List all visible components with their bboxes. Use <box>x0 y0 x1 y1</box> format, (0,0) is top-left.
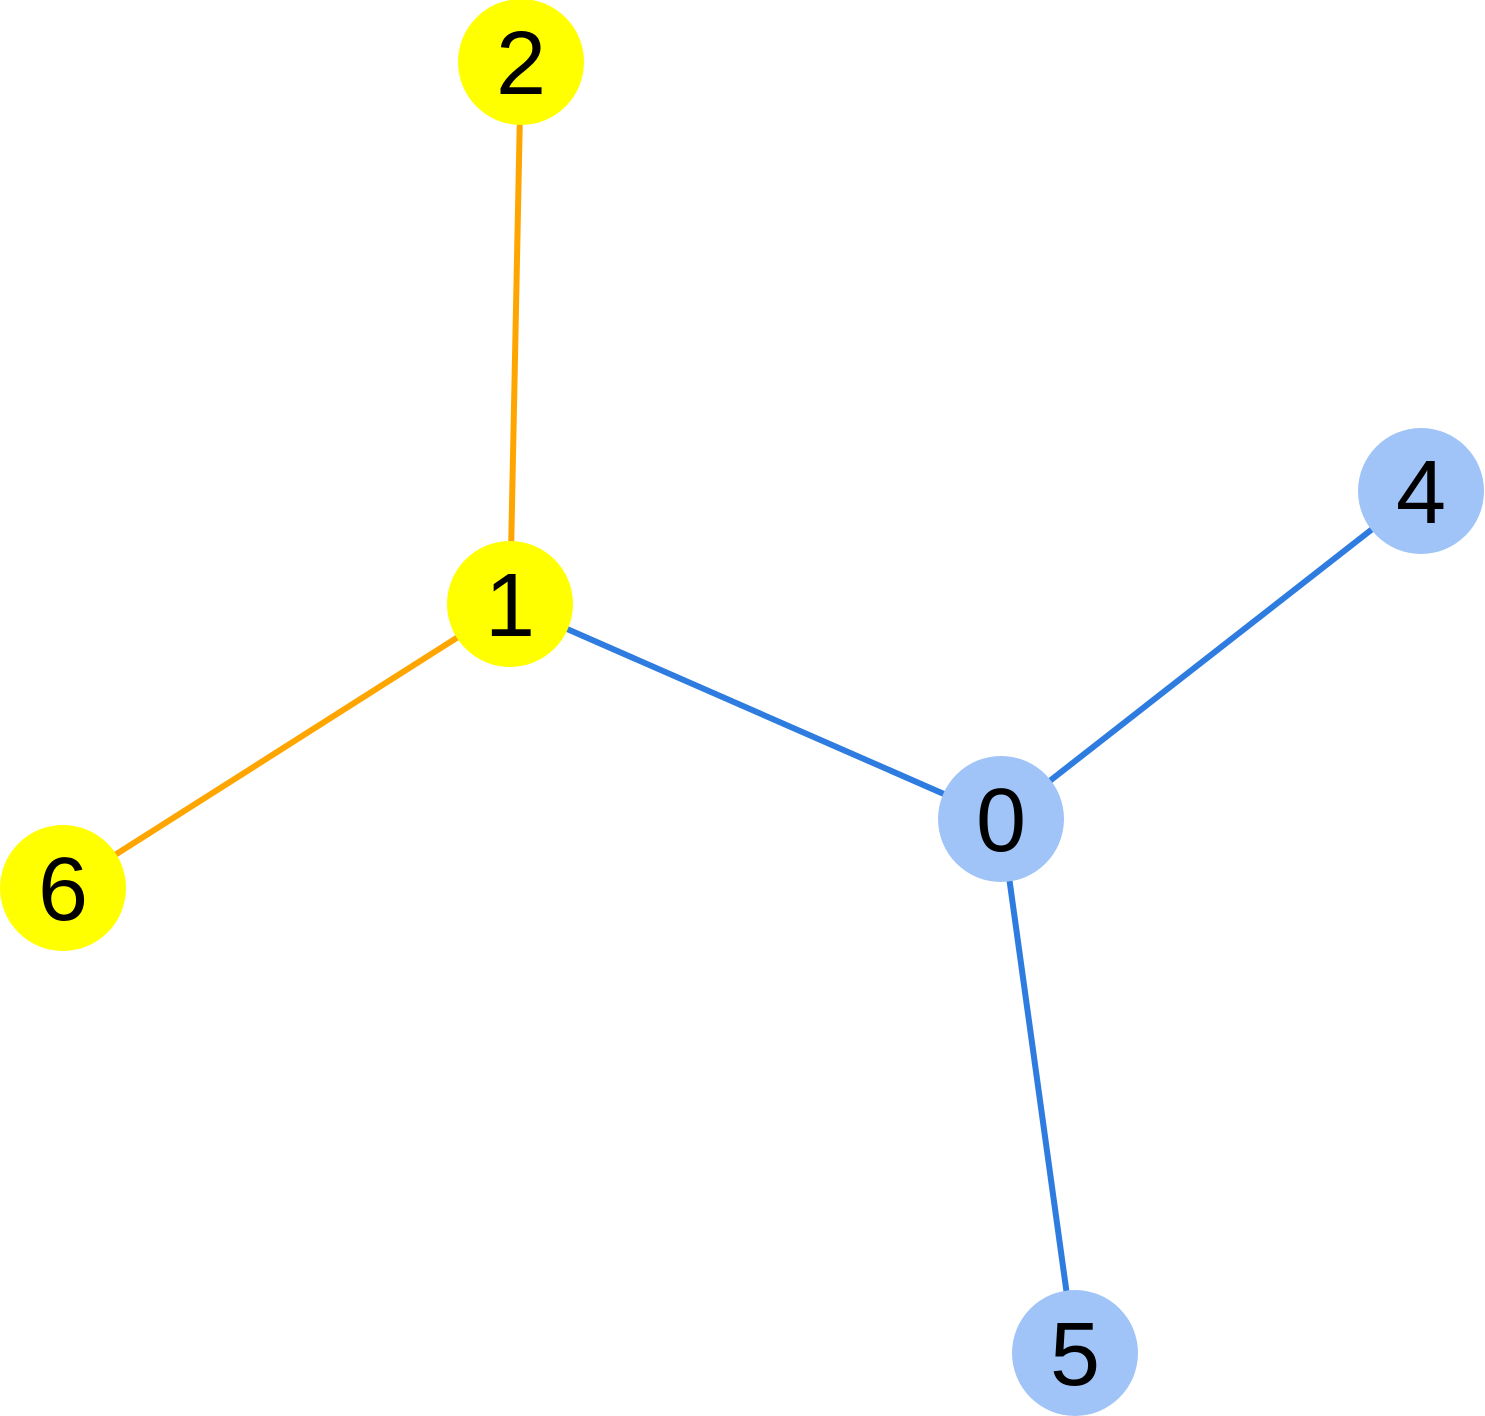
edge-2-1 <box>507 61 524 605</box>
edge-1-0 <box>508 601 1003 822</box>
node-label-5: 5 <box>1050 1305 1100 1405</box>
node-label-2: 2 <box>496 14 546 114</box>
edge-0-4 <box>999 488 1423 822</box>
node-label-1: 1 <box>485 556 535 656</box>
graph-node-4: 4 <box>1358 428 1484 554</box>
graph-node-5: 5 <box>1012 1290 1138 1416</box>
node-circle-1 <box>447 541 573 667</box>
graph-node-0: 0 <box>938 756 1064 882</box>
node-label-4: 4 <box>1396 443 1446 543</box>
node-circle-2 <box>458 0 584 125</box>
node-circle-0 <box>938 756 1064 882</box>
graph-node-2: 2 <box>458 0 584 125</box>
edge-0-5 <box>998 818 1078 1354</box>
graph-node-6: 6 <box>0 825 126 951</box>
node-label-0: 0 <box>976 771 1026 871</box>
node-circle-4 <box>1358 428 1484 554</box>
graph-node-1: 1 <box>447 541 573 667</box>
node-circle-5 <box>1012 1290 1138 1416</box>
edge-6-1 <box>61 601 512 891</box>
node-circle-6 <box>0 825 126 951</box>
node-label-6: 6 <box>38 840 88 940</box>
